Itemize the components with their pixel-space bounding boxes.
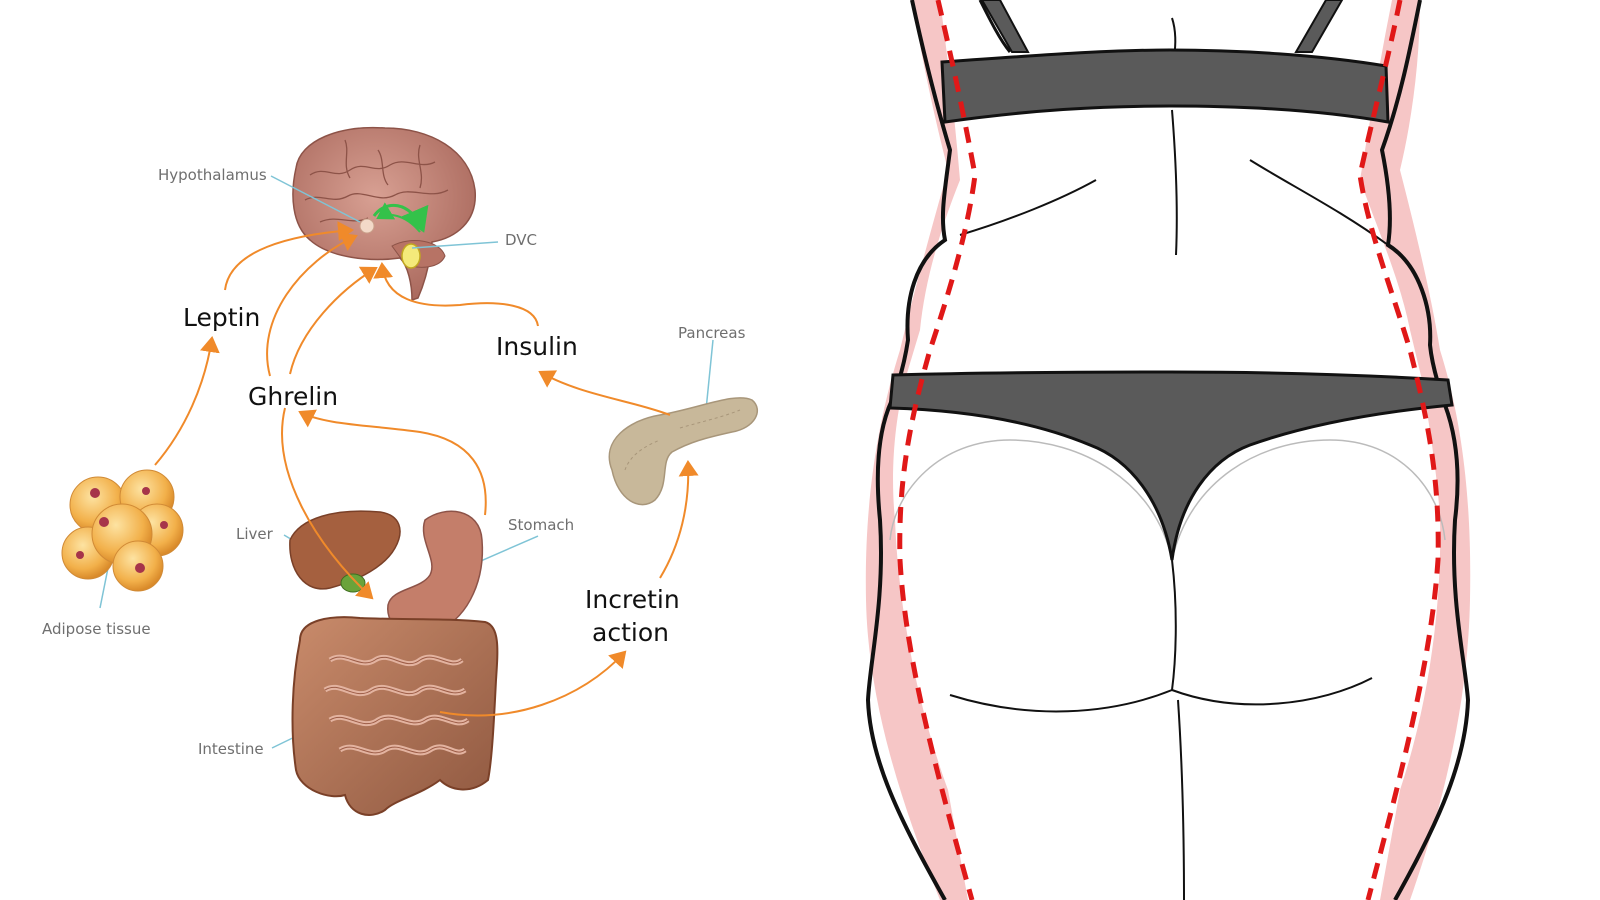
dvc-pointer — [411, 241, 499, 249]
leptin-label: Leptin — [183, 303, 260, 332]
stomach-label: Stomach — [508, 516, 574, 534]
arrow-leptin-to-hypothalamus — [224, 221, 354, 291]
hypothalamus-marker — [359, 218, 375, 234]
arrow-insulin-to-brain — [373, 262, 539, 327]
hypothalamus-pointer — [270, 175, 361, 223]
hormone-arrows — [154, 221, 699, 717]
pancreas-icon — [608, 397, 758, 506]
insulin-label: Insulin — [496, 332, 578, 361]
dvc-label: DVC — [505, 231, 537, 249]
feedback-loop-arrow-return — [376, 202, 421, 233]
arrow-ghrelin-to-hypothalamus — [266, 232, 358, 377]
right-contour-dashed-line — [1357, 0, 1441, 900]
adipose-cells-icon — [61, 469, 184, 592]
pancreas-pointer — [705, 339, 714, 411]
digestive-system-icon — [289, 510, 499, 816]
arrow-pancreas-to-insulin — [538, 370, 671, 416]
arrow-intestine-to-incretin — [439, 650, 627, 717]
arrow-adipose-to-leptin — [154, 336, 220, 466]
arrow-ghrelin-to-liver — [281, 407, 374, 600]
incretin-label-line2: action — [592, 618, 669, 647]
arrow-stomach-to-ghrelin — [298, 409, 487, 516]
dvc-marker — [401, 243, 421, 269]
arrow-incretin-to-pancreas — [659, 460, 699, 579]
pancreas-label: Pancreas — [678, 324, 746, 342]
ghrelin-label: Ghrelin — [248, 382, 338, 411]
arrow-ghrelin-to-dvc — [289, 266, 378, 375]
intestine-label: Intestine — [198, 740, 264, 758]
hypothalamus-label: Hypothalamus — [158, 166, 267, 184]
left-contour-dashed-line — [897, 0, 978, 900]
liver-label: Liver — [236, 525, 274, 543]
adipose-label: Adipose tissue — [42, 620, 151, 638]
body-silhouette-icon — [865, 0, 1471, 900]
incretin-label-line1: Incretin — [585, 585, 680, 614]
